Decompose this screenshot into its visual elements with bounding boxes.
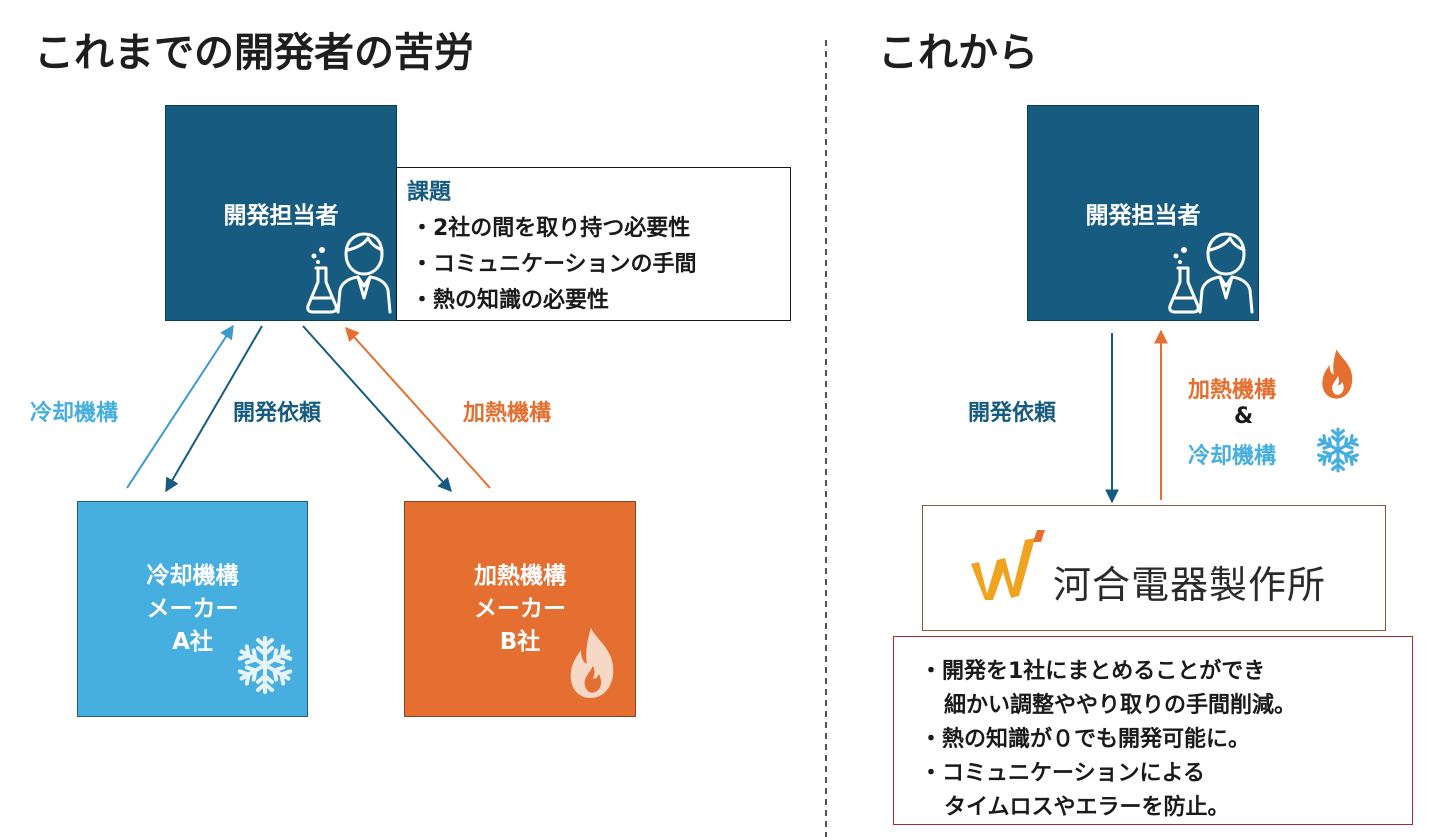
right-developer-box: 開発担当者 [1027,105,1259,321]
vendor-b-line1: 加熱機構 [474,563,566,589]
issues-box: 課題 ・2社の間を取り持つ必要性 ・コミュニケーションの手間 ・熱の知識の必要性 [396,167,791,321]
issues-title: 課題 [407,180,452,205]
flame-icon [570,628,614,698]
issue-item-1: ・2社の間を取り持つ必要性 [411,216,691,241]
vendor-a-line1: 冷却機構 [146,563,239,589]
vendor-a-line3: A社 [172,629,213,655]
right-request-label: 開発依頼 [968,401,1057,426]
request-arrow-label: 開発依頼 [233,401,322,426]
company-name: 河合電器製作所 [1053,563,1327,607]
vendor-b-box: 加熱機構 メーカー B社 [404,501,636,717]
benefit-line-1: ・開発を1社にまとめることができ [920,659,1266,684]
company-box: 河合電器製作所 [922,505,1386,631]
left-heading: これまでの開発者の苦労 [34,30,474,76]
vendor-b-line3: B社 [499,629,541,655]
cooling-arrow-up [126,324,234,489]
request-arrow-to-a [165,325,263,493]
flame-icon [1322,349,1353,399]
snowflake-icon [236,636,294,694]
benefit-line-5: タイムロスやエラーを防止。 [944,795,1230,820]
scientist-icon [1168,232,1254,314]
company-logo [971,530,1045,600]
snowflake-icon [1315,427,1361,473]
right-cooling-label: 冷却機構 [1188,444,1277,469]
issue-item-3: ・熱の知識の必要性 [411,288,610,313]
right-and-label: & [1234,404,1254,429]
vendor-a-line2: メーカー [146,596,239,622]
right-heading: これから [878,30,1038,76]
left-developer-box: 開発担当者 [165,105,397,321]
issue-item-2: ・コミュニケーションの手間 [411,252,697,277]
cooling-arrow-label: 冷却機構 [30,401,119,426]
heating-arrow-label: 加熱機構 [463,401,552,426]
scientist-icon [306,232,392,314]
vendor-b-line2: メーカー [474,596,566,622]
benefit-line-4: ・コミュニケーションによる [920,761,1205,786]
benefit-line-3: ・熱の知識が０でも開発可能に。 [920,727,1251,752]
request-arrow-to-b [302,325,452,493]
benefits-box: ・開発を1社にまとめることができ 細かい調整ややり取りの手間削減。 ・熱の知識が… [893,636,1413,825]
heating-arrow-up [345,326,491,489]
benefit-line-2: 細かい調整ややり取りの手間削減。 [944,693,1297,718]
right-developer-label: 開発担当者 [1085,203,1201,229]
right-heating-label: 加熱機構 [1188,378,1277,403]
vendor-a-box: 冷却機構 メーカー A社 [77,501,308,717]
left-developer-label: 開発担当者 [223,203,339,229]
